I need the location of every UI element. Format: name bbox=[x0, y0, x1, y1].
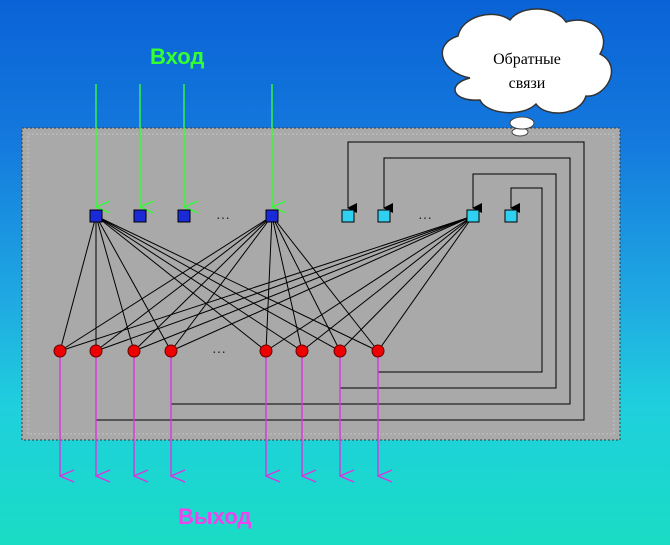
output-node bbox=[333, 344, 347, 358]
output-node bbox=[259, 344, 273, 358]
input-node bbox=[265, 209, 279, 223]
input-label: Вход bbox=[150, 44, 205, 69]
connection-line bbox=[265, 215, 474, 352]
connections bbox=[59, 215, 474, 352]
connection-line bbox=[95, 215, 273, 352]
connection-line bbox=[170, 215, 474, 352]
output-node bbox=[53, 344, 67, 358]
input-node bbox=[177, 209, 191, 223]
feedback-node bbox=[504, 209, 518, 223]
output-ellipsis: … bbox=[212, 342, 227, 357]
connection-line bbox=[271, 215, 379, 352]
connection-line bbox=[271, 215, 303, 352]
connection-line bbox=[301, 215, 474, 352]
input-node bbox=[133, 209, 147, 223]
input-node bbox=[89, 209, 103, 223]
feedback-label-line2: связи bbox=[508, 75, 546, 92]
input-ellipsis: … bbox=[216, 208, 231, 223]
feedback-node bbox=[341, 209, 355, 223]
connection-line bbox=[59, 215, 97, 352]
connection-line bbox=[95, 215, 267, 352]
connection-line bbox=[265, 215, 273, 352]
output-label: Выход bbox=[178, 504, 252, 529]
connection-line bbox=[95, 215, 303, 352]
nodes bbox=[53, 209, 518, 358]
output-node bbox=[295, 344, 309, 358]
output-node bbox=[371, 344, 385, 358]
connection-line bbox=[133, 215, 273, 352]
feedback-node bbox=[377, 209, 391, 223]
output-arrows bbox=[60, 357, 378, 476]
input-arrows bbox=[96, 84, 272, 207]
connection-line bbox=[377, 215, 474, 352]
connection-line bbox=[170, 215, 273, 352]
connection-line bbox=[59, 215, 273, 352]
feedback-ellipsis: … bbox=[418, 208, 433, 223]
feedback-cloud bbox=[441, 8, 613, 137]
connection-line bbox=[95, 215, 474, 352]
connection-line bbox=[339, 215, 474, 352]
connection-line bbox=[271, 215, 341, 352]
output-node bbox=[127, 344, 141, 358]
connection-line bbox=[59, 215, 474, 352]
output-node bbox=[164, 344, 178, 358]
feedback-node bbox=[466, 209, 480, 223]
output-node bbox=[89, 344, 103, 358]
connection-line bbox=[133, 215, 474, 352]
connection-line bbox=[95, 215, 341, 352]
feedback-label-line1: Обратные bbox=[493, 51, 561, 68]
feedback-cloud-label: Обратные связи bbox=[468, 48, 586, 96]
